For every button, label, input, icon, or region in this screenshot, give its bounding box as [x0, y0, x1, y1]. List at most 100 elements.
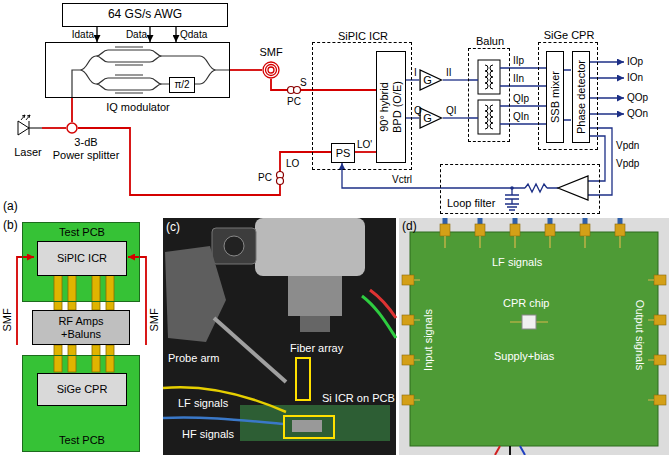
text-label: (b) [3, 219, 18, 233]
node-text: SMF [259, 46, 282, 59]
text-label: (a) [3, 200, 18, 214]
cable-pad [68, 275, 76, 310]
text-group: Laser [14, 146, 42, 159]
node-text: IQ modulator [106, 101, 170, 114]
probe-arm [165, 246, 226, 342]
signal-connector [510, 123, 546, 124]
amp-box: RF Amps +Baluns [32, 310, 130, 345]
sma-connector [545, 224, 555, 236]
signal-name: LO' [357, 139, 372, 151]
coil [485, 65, 493, 89]
connectors [402, 224, 666, 405]
pcb-fill [22, 222, 140, 302]
node-text: RF Amps +Baluns [49, 315, 113, 340]
node-text: Balun [476, 35, 504, 48]
node-text: Phase detector [575, 60, 588, 134]
pcb-board: Test PCB SiGe CPR [22, 355, 140, 452]
text-label: CPR chip [503, 297, 549, 310]
photo-background [399, 218, 669, 455]
sma-connector [654, 275, 666, 285]
junction-dot [510, 186, 514, 190]
text-group: Phase detector [575, 60, 588, 134]
text-label: (c) [166, 221, 180, 235]
trace [648, 280, 654, 400]
sma-connector [402, 355, 414, 365]
signal-name: IIn [513, 73, 524, 85]
text-group: Test PCB [59, 226, 105, 239]
output-arrow [589, 61, 624, 62]
wire [563, 70, 571, 120]
microscope-head [255, 218, 365, 276]
sma-connector [402, 395, 414, 405]
coil [485, 105, 493, 129]
node-text: SSB mixer [549, 71, 562, 123]
output-arrow [589, 97, 624, 98]
signal-name: QIp [513, 93, 529, 105]
electrode [115, 92, 143, 94]
electrodes [115, 46, 143, 94]
electrode [115, 74, 143, 76]
text-group: Loop filter [447, 197, 495, 210]
transformers [478, 60, 500, 134]
waveguide [96, 78, 162, 90]
text-label: HF signals [182, 428, 234, 441]
text-group: Test PCB [59, 434, 105, 447]
diode-bar [29, 121, 42, 135]
sma-connector [440, 224, 450, 236]
waveguide [72, 70, 80, 98]
splitter-outline [67, 123, 77, 133]
node-text: SiGe CPR [544, 29, 595, 42]
coil-turn [266, 65, 277, 76]
resistor-symbol [525, 184, 547, 192]
signal-connector [443, 117, 468, 118]
node-text: Test PCB [59, 434, 105, 447]
photo-background [163, 218, 396, 455]
amplifier-triangle: G [419, 107, 443, 129]
chip-box: SiGe CPR [37, 373, 127, 406]
rotated-label: Output signals [634, 300, 647, 370]
amplifier-outline [420, 108, 441, 128]
diode-outline [18, 121, 29, 135]
chip [292, 420, 322, 432]
text-label: (d) [402, 220, 417, 234]
text-label: PC [258, 172, 272, 184]
output-arrow [589, 77, 624, 78]
node-outline [262, 61, 280, 79]
amplifier-triangle: G [419, 69, 443, 91]
cable-pad [106, 345, 114, 372]
signal-name: Q [414, 105, 422, 117]
signal-connector [149, 27, 150, 42]
fiber-line [128, 257, 146, 345]
signal-connector [342, 163, 440, 188]
cable [362, 296, 396, 338]
text-label: Si ICR on PCB [322, 392, 395, 405]
cable [618, 218, 623, 224]
amplifier-symbol [558, 176, 588, 200]
cable [513, 218, 518, 224]
signal-name: QI [446, 105, 457, 117]
cable [370, 290, 396, 318]
coil-turn [268, 67, 274, 73]
node-text: Test PCB [59, 226, 105, 239]
fiber-connector [78, 128, 331, 195]
camera [212, 228, 256, 264]
sma-connector [510, 224, 520, 236]
cable-pad [106, 275, 114, 310]
signal-connector [443, 79, 468, 80]
text-group: SSB mixer [549, 71, 562, 123]
emission-arrows [21, 115, 30, 120]
node-text: Laser [14, 146, 42, 159]
text-label: QOn [627, 108, 648, 120]
rotated-label: SMF [148, 308, 161, 331]
capacitor-symbol [505, 188, 519, 210]
traces [414, 236, 654, 400]
cable-pad [92, 345, 100, 372]
sma-connector [654, 355, 666, 365]
text-label: Probe arm [168, 352, 219, 365]
node-text: SiGe CPR [57, 383, 108, 396]
transformer-symbol [478, 60, 500, 94]
text-group: SiGe CPR [544, 29, 595, 42]
text-label: Supply+bias [494, 350, 554, 363]
